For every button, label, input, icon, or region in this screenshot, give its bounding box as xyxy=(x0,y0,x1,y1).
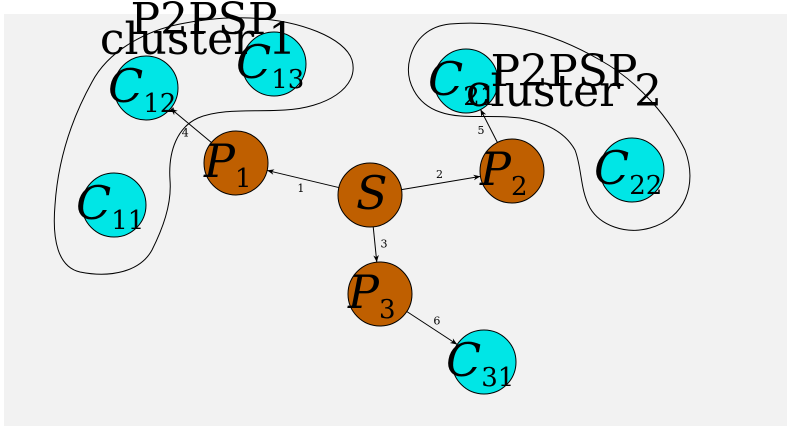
node-s: S xyxy=(337,162,403,228)
cluster-outline-1 xyxy=(53,17,354,275)
node-c21: C21 xyxy=(428,48,499,114)
node-circle-p1 xyxy=(203,130,269,196)
edge-label-6: 6 xyxy=(433,314,440,327)
edges-layer: 1 2 3 4 5 6 xyxy=(170,108,498,345)
edge-S-P1 xyxy=(267,169,339,189)
node-circle-c21 xyxy=(433,48,499,114)
edge-P2-C21 xyxy=(480,109,498,143)
cluster-2-title: P2PSP cluster 2 xyxy=(466,46,662,117)
node-circle-p2 xyxy=(479,138,545,204)
edge-P3-C31 xyxy=(406,311,458,345)
node-c12: C12 xyxy=(108,55,179,121)
node-c22: C22 xyxy=(594,137,665,203)
cluster-1-title: P2PSP cluster 1 xyxy=(100,0,296,65)
node-circle-c22 xyxy=(599,137,665,203)
node-label-c12: C12 xyxy=(108,59,176,119)
node-c31: C31 xyxy=(446,329,517,395)
edge-label-1: 1 xyxy=(297,182,304,195)
node-label-c11: C11 xyxy=(76,176,144,236)
node-circle-c31 xyxy=(451,329,517,395)
node-label-p3: P3 xyxy=(347,265,396,325)
node-circle-c11 xyxy=(81,172,147,238)
cluster-outline-2 xyxy=(408,22,691,231)
node-p3: P3 xyxy=(347,261,413,327)
edge-S-P2 xyxy=(401,174,481,191)
edge-S-P3 xyxy=(372,226,379,263)
node-p2: P2 xyxy=(479,138,545,204)
node-label-p2: P2 xyxy=(479,142,528,202)
node-label-s: S xyxy=(356,166,388,220)
edge-label-2: 2 xyxy=(436,168,443,181)
node-label-c22: C22 xyxy=(594,141,662,201)
cluster-1-title-line1: P2PSP xyxy=(131,0,278,45)
edge-label-3: 3 xyxy=(380,238,387,251)
node-p1: P1 xyxy=(203,130,269,196)
cluster-2-title-line2: cluster 2 xyxy=(466,66,662,117)
edge-label-5: 5 xyxy=(477,124,484,137)
cluster-1-title-line2: cluster 1 xyxy=(100,14,296,65)
node-label-p1: P1 xyxy=(203,134,252,194)
node-circle-c12 xyxy=(113,55,179,121)
node-c13: C13 xyxy=(236,31,307,97)
node-label-c31: C31 xyxy=(446,333,514,393)
node-c11: C11 xyxy=(76,172,147,238)
node-circle-s xyxy=(337,162,403,228)
cluster-2-title-line1: P2PSP xyxy=(491,46,638,97)
node-circle-p3 xyxy=(347,261,413,327)
edge-label-4: 4 xyxy=(182,126,189,139)
node-circle-c13 xyxy=(241,31,307,97)
node-label-c13: C13 xyxy=(236,35,304,95)
node-label-c21: C21 xyxy=(428,52,496,112)
edge-P1-C12 xyxy=(170,108,212,143)
